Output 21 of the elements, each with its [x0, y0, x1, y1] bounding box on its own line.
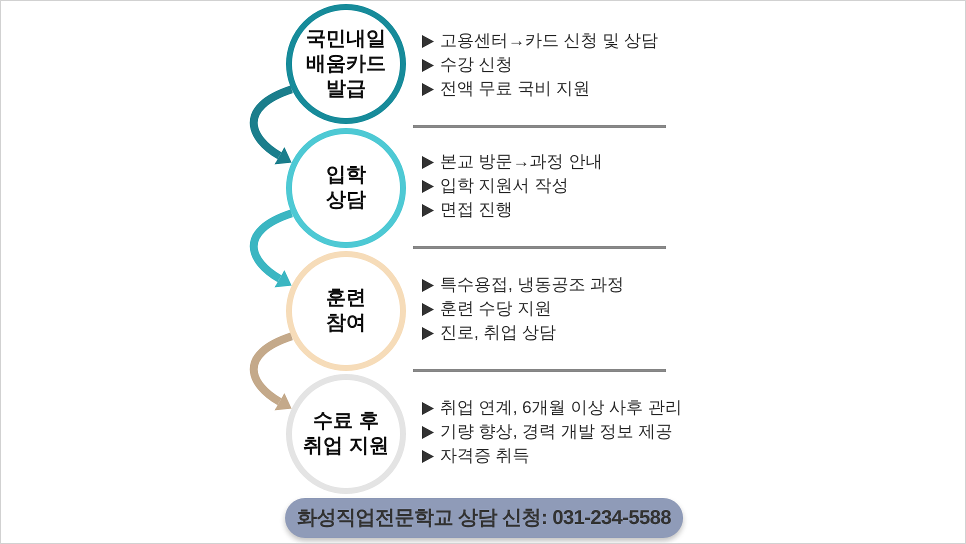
step-label: 국민내일 배움카드 발급: [305, 26, 387, 102]
step-label: 훈련 참여: [325, 286, 367, 336]
step-label: 수료 후 취업 지원: [302, 409, 390, 459]
contact-banner: [285, 498, 683, 538]
contact-text: 화성직업전문학교 상담 신청: 031-234-5588: [297, 506, 671, 531]
list-item-text: 입학 지원서 작성: [440, 175, 568, 197]
list-item-text: 전액 무료 국비 지원: [440, 78, 590, 100]
list-item-text: 본교 방문→과정 안내: [440, 151, 602, 173]
step-label: 입학 상담: [325, 163, 367, 213]
list-item-text: 훈련 수당 지원: [440, 298, 552, 320]
list-item-text: 진로, 취업 상담: [440, 322, 556, 344]
curved-arrow: [250, 332, 294, 410]
list-item-text: 기량 향상, 경력 개발 정보 제공: [440, 421, 672, 443]
list-item-text: 면접 진행: [440, 199, 513, 221]
list-item-text: 자격증 취득: [440, 445, 530, 467]
curved-arrow: [250, 86, 294, 164]
list-item-text: 취업 연계, 6개월 이상 사후 관리: [440, 397, 682, 419]
curved-arrow: [250, 210, 294, 288]
list-item-text: 특수용접, 냉동공조 과정: [440, 274, 624, 296]
list-item-text: 수강 신청: [440, 54, 513, 76]
list-item-text: 고용센터→카드 신청 및 상담: [440, 30, 658, 52]
